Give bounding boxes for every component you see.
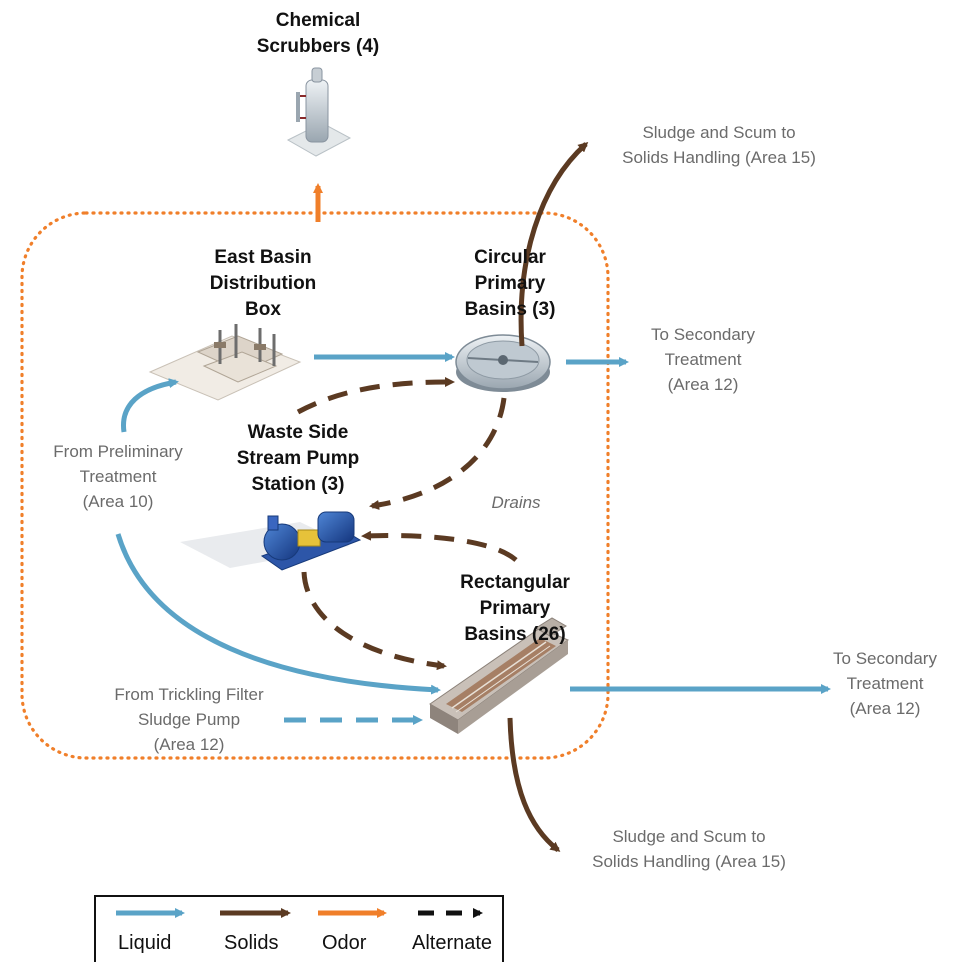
odor-containment-boundary — [20, 211, 610, 760]
solids-dashed-rectangular-to-pump — [361, 530, 518, 562]
legend-solids-label: Solids — [224, 932, 279, 954]
legend-box — [94, 895, 504, 962]
label-from-trickling-filter: From Trickling Filter Sludge Pump (Area … — [114, 685, 264, 754]
label-to-secondary-treatment-right: To Secondary Treatment (Area 12) — [833, 649, 937, 718]
liquid-arrow-preliminary-to-box — [121, 378, 179, 433]
legend-odor-label: Odor — [322, 932, 367, 954]
solids-arrow-rectangular-to-solids-handling — [507, 717, 561, 852]
label-sludge-scum-bottom: Sludge and Scum to Solids Handling (Area… — [592, 827, 786, 871]
label-chemical-scrubbers: Chemical Scrubbers (4) — [256, 10, 380, 57]
solids-arrow-circular-to-solids-handling — [518, 142, 589, 347]
label-east-basin-distribution-box: East Basin Distribution Box — [209, 247, 317, 320]
circular-basin-illustration — [455, 334, 551, 392]
label-from-preliminary-treatment: From Preliminary Treatment (Area 10) — [53, 442, 183, 511]
pump-station-illustration — [180, 511, 362, 571]
distribution-box-illustration — [148, 324, 302, 401]
chemical-scrubber-illustration — [286, 67, 352, 157]
label-rectangular-primary-basins: Rectangular Primary Basins (26) — [460, 572, 570, 645]
legend — [94, 895, 504, 962]
solids-dashed-pump-to-rectangular — [301, 571, 447, 671]
label-waste-side-stream-pump-station: Waste Side Stream Pump Station (3) — [236, 422, 360, 495]
liquid-arrow-preliminary-to-rectangular — [115, 533, 441, 695]
label-sludge-scum-top: Sludge and Scum to Solids Handling (Area… — [622, 123, 816, 167]
label-drains: Drains — [491, 493, 541, 512]
rectangular-basin-illustration — [429, 617, 570, 734]
legend-liquid-label: Liquid — [118, 932, 172, 954]
label-to-secondary-treatment-top: To Secondary Treatment (Area 12) — [651, 325, 755, 394]
label-circular-primary-basins: Circular Primary Basins (3) — [464, 247, 556, 320]
legend-alternate-label: Alternate — [412, 932, 493, 954]
solids-dashed-pump-to-circular — [296, 377, 455, 415]
